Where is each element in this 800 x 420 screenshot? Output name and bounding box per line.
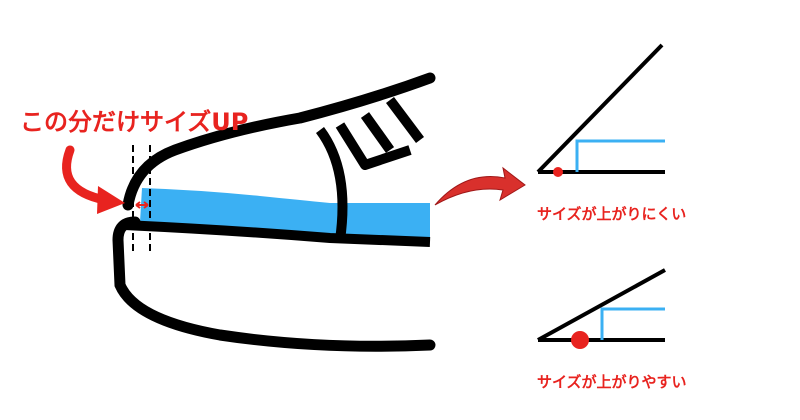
sole-top xyxy=(124,220,431,247)
curved-arrow-icon xyxy=(434,166,526,206)
sole xyxy=(112,216,436,352)
lace-3 xyxy=(386,97,424,143)
top-case-label: サイズが上がりにくい xyxy=(537,205,687,223)
lace-2 xyxy=(360,112,395,153)
shallow-angle-diagram xyxy=(537,268,666,349)
shoe xyxy=(62,72,436,352)
tongue-line xyxy=(315,127,348,241)
size-up-callout: この分だけサイズUP xyxy=(20,108,249,136)
bottom-case-label: サイズが上がりやすい xyxy=(537,373,687,391)
double-arrow-icon xyxy=(135,201,149,209)
shoe-upper xyxy=(122,72,436,211)
callout-arrow-icon xyxy=(62,145,110,205)
lace-1 xyxy=(335,122,412,170)
contact-dot xyxy=(553,167,563,177)
contact-dot xyxy=(571,331,589,349)
steep-angle-diagram xyxy=(536,43,665,177)
